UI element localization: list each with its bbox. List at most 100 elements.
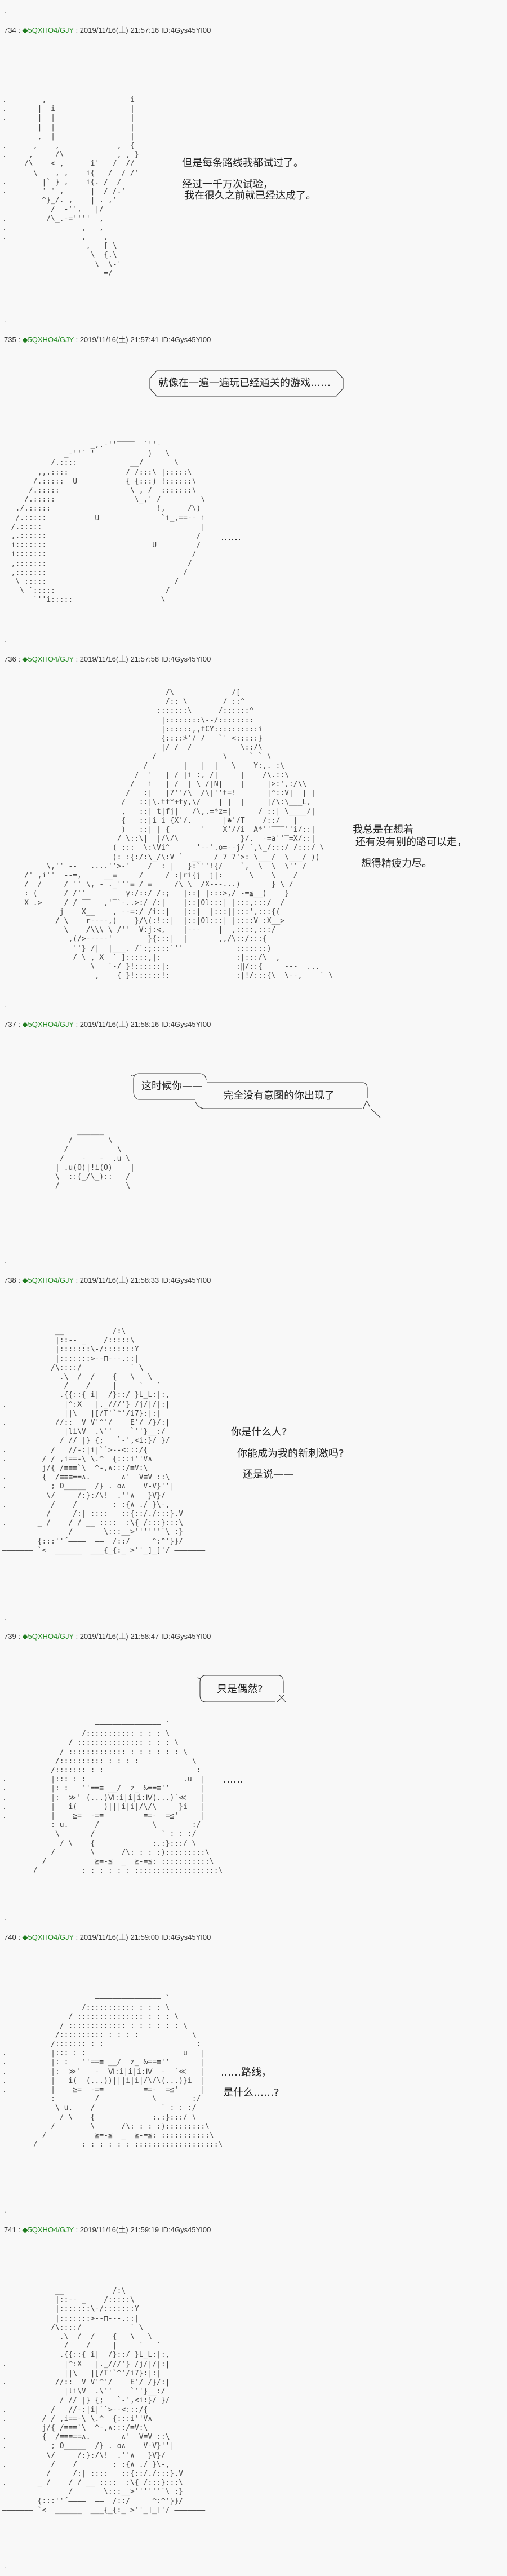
aa-line: |li\V.\''`''}__:/	[2, 1427, 363, 1436]
aa-fragment: /≡≡≡==∧.	[55, 1473, 91, 1482]
aa-fragment: /::/	[262, 816, 281, 825]
aa-line: /.:::::|	[2, 523, 363, 532]
aa-fragment: ,	[99, 223, 104, 232]
aa-line: /::::::::::::: : : : : : :\	[2, 2022, 363, 2031]
bubble-text: 只是偶然?	[217, 1683, 263, 1695]
aa-fragment: `-'	[117, 1436, 131, 1446]
post-date: 2019/11/16(土)	[79, 1020, 128, 1028]
ascii-art: ______/\/\/--.u\|.u(O)|!i(O)|\::(_/\_)::…	[2, 1127, 363, 1191]
aa-fragment: |	[130, 132, 135, 141]
aa-fragment: |	[51, 1802, 55, 1811]
aa-line: .,i	[2, 96, 363, 105]
dialogue-line: 但是每条路线我都试过了。	[182, 157, 304, 169]
aa-fragment: u.	[59, 1821, 69, 1830]
aa-fragment: |:	[51, 2067, 60, 2076]
aa-fragment: t|fj|	[157, 807, 179, 816]
aa-fragment: \	[210, 1857, 214, 1866]
aa-fragment: )|||	[108, 2076, 126, 2085]
aa-fragment: !,	[157, 504, 166, 513]
aa-fragment: ,	[121, 807, 126, 816]
aa-fragment: /	[64, 898, 69, 907]
aa-fragment: /	[148, 862, 153, 871]
aa-fragment: :	[196, 1766, 201, 1775]
aa-fragment: ` `	[249, 752, 263, 761]
aa-fragment: `	[165, 1994, 170, 2003]
aa-fragment: / /	[42, 2414, 55, 2423]
post-time: 21:59:19	[130, 2225, 159, 2234]
aa-fragment: .	[2, 1775, 7, 1784]
aa-fragment: /:|	[73, 1510, 86, 1518]
post-number: 740	[4, 1933, 16, 1941]
aa-fragment: V≡V ::\	[139, 2433, 170, 2442]
aa-fragment: `	[161, 2104, 166, 2113]
aa-fragment: }/	[174, 2497, 184, 2506]
aa-fragment: |	[227, 798, 232, 807]
post-date: 2019/11/16(土)	[79, 1632, 128, 1641]
aa-line: /: : : : : : :::::::::::::::::::\	[2, 2140, 363, 2149]
post-header: 736 : ◆5QXHO4/GJY : 2019/11/16(土)21:57:5…	[4, 653, 211, 663]
aa-fragment: |	[293, 816, 298, 825]
aa-fragment: \	[205, 1848, 210, 1857]
aa-fragment: /\/\	[139, 1802, 157, 1811]
aa-fragment: __	[192, 853, 201, 862]
aa-fragment: ―――――――――――――――	[95, 1994, 161, 2003]
aa-fragment: \	[152, 1821, 157, 1830]
aa-fragment: `≪	[174, 1793, 186, 1802]
aa-fragment: \--,	[284, 972, 303, 981]
aa-fragment: /	[139, 871, 144, 880]
aa-fragment: /	[293, 871, 298, 880]
aa-fragment: ^-,∧:::/≡V:\	[95, 2424, 148, 2432]
aa-fragment: --=,	[64, 871, 82, 880]
aa-fragment: |`	[42, 178, 51, 187]
aa-line: /.:::::\ , /:::::::\	[2, 486, 363, 495]
aa-fragment: |	[51, 1812, 55, 1820]
aa-fragment: |/	[161, 743, 170, 752]
aa-fragment: /j/|/|:|	[134, 2360, 170, 2369]
aa-fragment: `''}__:/	[130, 2387, 166, 2396]
header-separator: :	[16, 1020, 23, 1028]
aa-fragment: |:::::\	[161, 468, 192, 477]
aa-fragment: ≫'	[68, 2067, 81, 2076]
header-separator: :	[73, 26, 80, 34]
aa-fragment: /	[86, 2342, 91, 2351]
aa-fragment: :::::::::::	[161, 1857, 210, 1866]
aa-fragment: ,(/>-----'	[68, 935, 113, 944]
aa-fragment: ≧=-≦ _ ≧-=≦:	[95, 2131, 157, 2140]
aa-fragment: ,:::::::	[11, 568, 47, 577]
aa-fragment: ):::::::::	[161, 1848, 206, 1857]
aa-fragment: \	[218, 2140, 223, 2149]
aa-fragment: |:	[51, 1793, 60, 1802]
post-number: 737	[4, 1020, 16, 1028]
bubble-outline	[197, 1675, 286, 1702]
aa-fragment: }	[55, 178, 60, 187]
aa-fragment: ‾`'	[214, 734, 228, 743]
aa-line: |li\V.\''`''}__:/	[2, 2387, 363, 2396]
aa-fragment: V:j:<,	[139, 926, 166, 935]
aa-fragment: .	[2, 1446, 7, 1455]
aa-fragment: \	[130, 2333, 135, 2341]
dialogue-line: 你是什么人?	[231, 1426, 287, 1438]
aa-fragment: ' '	[42, 187, 55, 196]
aa-fragment: =/	[104, 269, 113, 278]
aa-fragment: o∧	[117, 1482, 126, 1491]
aa-fragment: / /	[42, 1455, 55, 1464]
aa-fragment: ::::::::::::: : : : : : :	[68, 2021, 179, 2030]
aa-fragment: .	[2, 105, 7, 114]
aa-fragment: /\/\	[143, 2076, 161, 2085]
header-separator: :	[73, 1632, 80, 1641]
aa-fragment: i(	[68, 1802, 78, 1811]
aa-line: .|:≫'-Ⅵ:i|i|i:Ⅳ-`≪|	[2, 2068, 363, 2077]
dialogue-line: 你能成为我的新刺激吗?	[237, 1448, 344, 1460]
poster-trip: ◆5QXHO4/GJY	[23, 26, 74, 34]
aa-fragment: .	[2, 1802, 7, 1811]
line-marker: .	[4, 1000, 6, 1009]
aa-fragment: }/\(:!::|	[134, 917, 175, 925]
header-separator: :	[73, 1276, 80, 1284]
aa-fragment: __	[55, 1327, 64, 1336]
aa-fragment: ,	[28, 150, 33, 159]
aa-fragment: |	[201, 1802, 206, 1811]
aa-fragment: /	[59, 1154, 64, 1163]
post-736: . 736 : ◆5QXHO4/GJY : 2019/11/16(土)21:57…	[0, 636, 507, 1001]
aa-fragment: \	[139, 2323, 144, 2332]
aa-fragment: /	[81, 1730, 86, 1739]
